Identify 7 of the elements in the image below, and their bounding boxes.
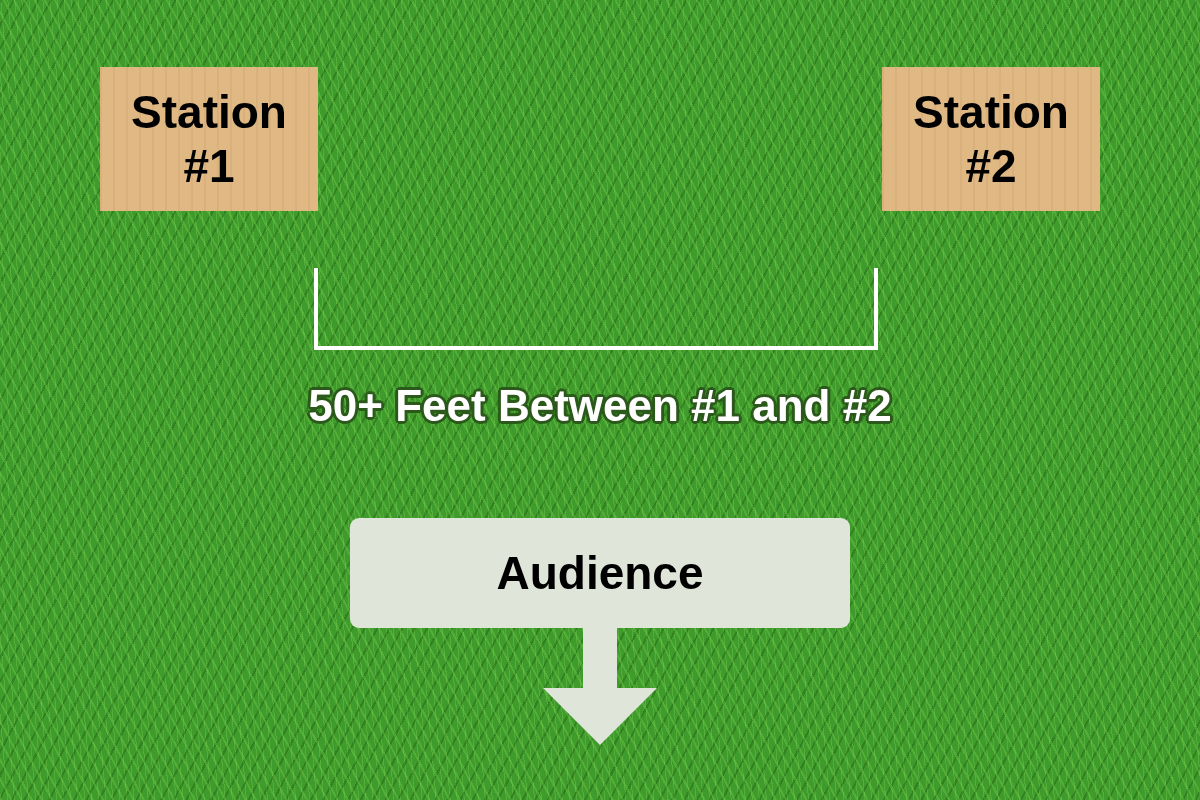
dimension-label: 50+ Feet Between #1 and #2 [308, 380, 892, 432]
station-label: Station #2 [912, 85, 1070, 193]
station-label: Station #1 [130, 85, 288, 193]
audience-box [350, 518, 850, 628]
station-sign [882, 67, 1100, 211]
station-sign [100, 67, 318, 211]
audience-label: Audience [496, 546, 704, 600]
